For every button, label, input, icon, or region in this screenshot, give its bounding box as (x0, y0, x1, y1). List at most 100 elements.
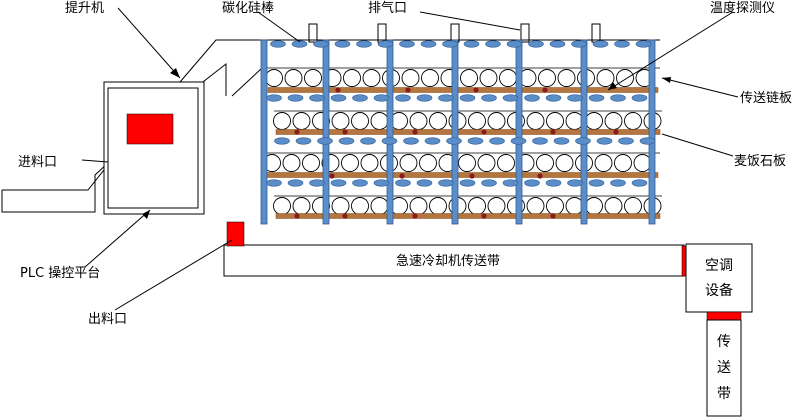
heating-element (485, 40, 501, 48)
heating-element (545, 179, 562, 187)
roller (401, 69, 420, 87)
label-silicon-carbide-rod: 碳化硅棒 (222, 1, 274, 16)
heating-element (274, 137, 290, 145)
plc-cabinet (103, 81, 205, 215)
roller (331, 197, 350, 215)
maifan-tray (267, 87, 659, 93)
tray-dot (481, 213, 487, 219)
label-belt-line3: 带 (717, 386, 731, 402)
heating-element (424, 137, 441, 145)
heating-element (610, 94, 626, 102)
heating-element (291, 40, 308, 48)
silicon-carbide-rod (515, 39, 523, 225)
roller (596, 69, 615, 87)
roller (302, 154, 320, 172)
heating-element (287, 179, 304, 187)
roller (565, 112, 584, 130)
heating-element (596, 137, 613, 145)
label-temp-probe: 温度探测仪 (710, 0, 775, 16)
tray-dot (335, 87, 341, 93)
heating-element (438, 179, 454, 187)
heating-element (270, 40, 286, 48)
roller (409, 112, 428, 130)
heating-element (266, 94, 282, 102)
plc-display (126, 113, 174, 145)
vertical-transfer-belt (706, 319, 742, 417)
roller (624, 197, 642, 215)
tray-dot (550, 213, 556, 219)
roller (594, 154, 613, 172)
roller (292, 197, 311, 215)
label-belt-line1: 传 (717, 334, 731, 350)
leader-lines (81, 7, 739, 311)
roller (292, 112, 311, 130)
heating-element (330, 94, 347, 102)
label-belt-line2: 送 (717, 360, 731, 376)
roller (526, 112, 545, 130)
label-hoist: 提升机 (65, 0, 104, 16)
roller (460, 69, 478, 87)
roller (421, 69, 439, 87)
heating-element (549, 40, 566, 48)
roller (409, 197, 428, 215)
heating-element (309, 94, 325, 102)
label-discharge-outlet: 出料口 (88, 312, 127, 327)
ac-unit (685, 243, 753, 321)
heating-element (467, 137, 484, 145)
heating-element (610, 179, 626, 187)
heating-element (446, 137, 462, 145)
heating-element (330, 179, 347, 187)
roller (555, 154, 574, 172)
roller (370, 197, 389, 215)
heating-element (381, 137, 398, 145)
roller (614, 154, 632, 172)
roller (585, 112, 603, 130)
roller (343, 69, 361, 87)
silicon-carbide-rod (451, 39, 459, 225)
roller (546, 197, 564, 215)
heating-element (459, 94, 476, 102)
heating-element (631, 94, 648, 102)
heating-element (502, 179, 519, 187)
tray-dot (473, 87, 479, 93)
roller (284, 69, 303, 87)
maifan-tray (275, 213, 661, 219)
heating-element (618, 137, 634, 145)
heating-element (575, 137, 591, 145)
label-ac-line2: 设备 (705, 282, 733, 299)
exhaust-port-stub (591, 23, 601, 43)
roller (429, 112, 447, 130)
heating-element (295, 137, 312, 145)
discharge-outlet-marker (226, 221, 245, 247)
roller (487, 197, 506, 215)
roller (370, 112, 389, 130)
exhaust-port-stub (520, 23, 530, 43)
roller (633, 154, 652, 172)
roller (273, 197, 291, 215)
exhaust-port-stub (308, 23, 318, 43)
silicon-carbide-rod (260, 39, 268, 225)
tray-dot (469, 173, 475, 179)
roller (557, 69, 576, 87)
tray-dot (294, 213, 300, 219)
tray-dot (481, 129, 487, 135)
roller (341, 154, 359, 172)
roller (624, 112, 642, 130)
label-plc-platform: PLC 操控平台 (20, 265, 100, 281)
heating-element (588, 94, 605, 102)
exhaust-port-stub (450, 23, 460, 43)
heating-element (631, 179, 648, 187)
heating-element (338, 137, 355, 145)
tray-dot (329, 173, 335, 179)
heating-element (416, 94, 433, 102)
heating-element (506, 40, 523, 48)
heating-element (567, 94, 583, 102)
roller (538, 69, 556, 87)
heating-element (373, 179, 390, 187)
roller (585, 197, 603, 215)
tray-dot (342, 129, 348, 135)
label-exhaust-port: 排气口 (368, 0, 407, 16)
leader-arrowheads (142, 68, 671, 219)
roller (351, 112, 369, 130)
